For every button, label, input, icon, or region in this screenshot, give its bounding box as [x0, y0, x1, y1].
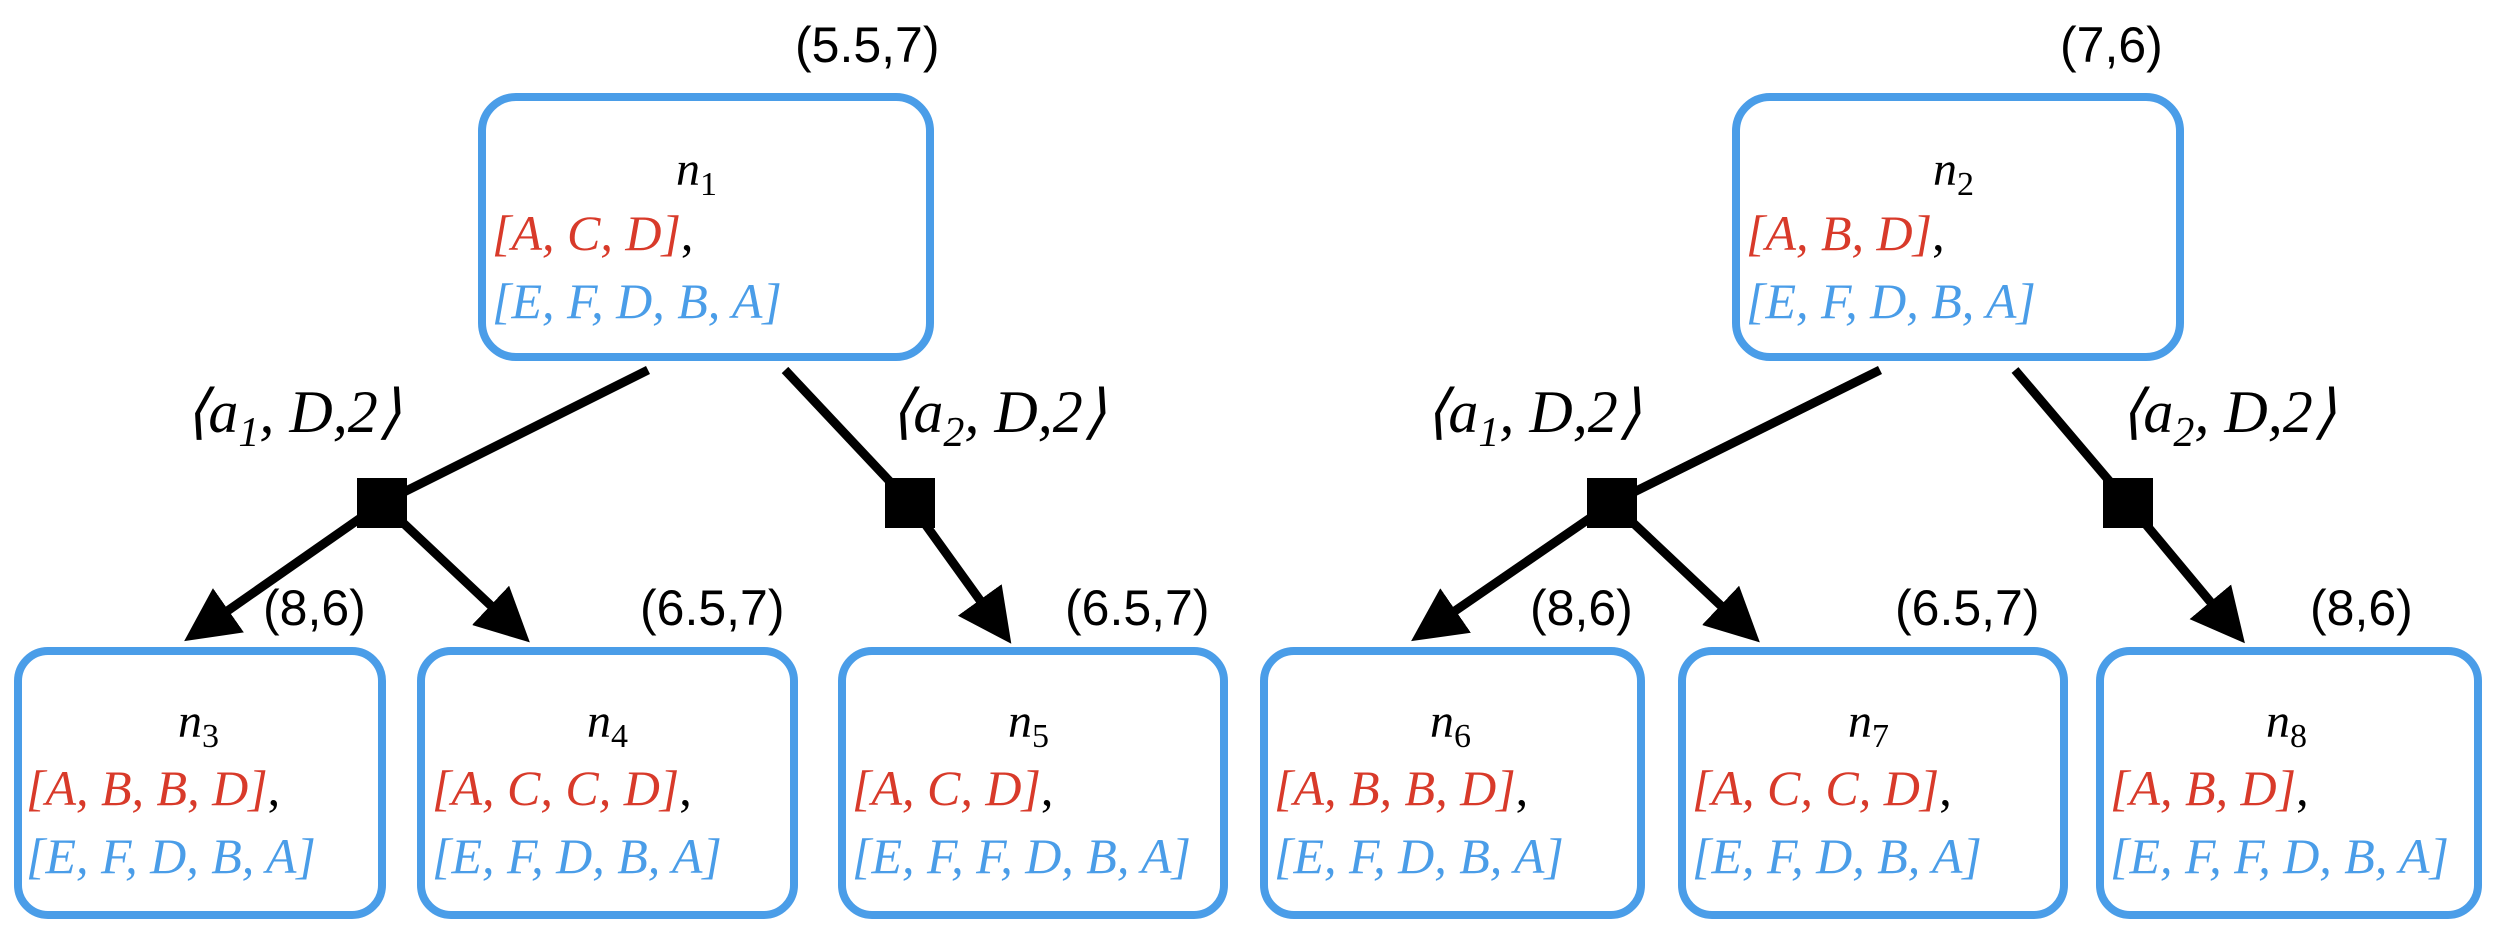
node-red-sequence: [A, C, D],	[852, 760, 1053, 816]
node-blue-sequence: [E, F, D, B, A]	[432, 828, 722, 884]
node-value: (6.5,7)	[1065, 580, 1210, 636]
node-blue-sequence: [E, F, D, B, A]	[26, 828, 316, 884]
node-value: (6.5,7)	[1895, 580, 2040, 636]
node-blue-sequence: [E, F, D, B, A]	[1692, 828, 1982, 884]
tree-node-n7: (6.5,7) n7 [A, C, C, D], [E, F, D, B, A]	[1678, 580, 2068, 919]
tree-node-n4: (6.5,7) n4 [A, C, C, D], [E, F, D, B, A]	[417, 580, 798, 919]
node-box	[1732, 93, 2184, 361]
tree-node-n6: (8,6) n6 [A, B, B, D], [E, F, D, B, A]	[1260, 580, 1645, 919]
node-red-sequence: [A, B, B, D],	[1274, 760, 1528, 816]
action-label-n2-a1: ⟨a1, D,2⟩	[1425, 379, 1641, 456]
node-value: (8,6)	[2310, 580, 2413, 636]
tree-node-n1: (5.5,7) n1 [A, C, D], [E, F, D, B, A]	[478, 17, 940, 361]
node-id: n6	[1430, 695, 1471, 755]
node-value: (7,6)	[2060, 17, 2163, 73]
node-red-sequence: [A, B, D],	[2110, 760, 2309, 816]
node-blue-sequence: [E, F, F, D, B, A]	[2110, 828, 2449, 884]
node-box	[2096, 647, 2482, 919]
node-value: (8,6)	[263, 580, 366, 636]
node-red-sequence: [A, C, C, D],	[1692, 760, 1952, 816]
action-label-n1-a2: ⟨a2, D,2⟩	[890, 379, 1106, 456]
node-blue-sequence: [E, F, D, B, A]	[1746, 273, 2036, 329]
node-red-sequence: [A, C, C, D],	[432, 760, 692, 816]
node-box	[1260, 647, 1645, 919]
tree-node-n3: (8,6) n3 [A, B, B, D], [E, F, D, B, A]	[14, 580, 386, 919]
node-box	[417, 647, 798, 919]
node-red-sequence: [A, B, D],	[1746, 205, 1945, 261]
tree-node-n5: (6.5,7) n5 [A, C, D], [E, F, F, D, B, A]	[838, 580, 1228, 919]
node-id: n8	[2266, 695, 2307, 755]
node-value: (6.5,7)	[640, 580, 785, 636]
edge-n1-to-a1	[379, 365, 651, 508]
chance-node-n2-a1	[1587, 478, 1637, 528]
node-blue-sequence: [E, F, D, B, A]	[1274, 828, 1564, 884]
node-red-sequence: [A, B, B, D],	[26, 760, 280, 816]
tree-node-n2: (7,6) n2 [A, B, D], [E, F, D, B, A]	[1732, 17, 2184, 361]
chance-node-n1-a2	[885, 478, 935, 528]
chance-node-n1-a1	[357, 478, 407, 528]
node-box	[478, 93, 934, 361]
edge-a1-to-n3	[184, 499, 385, 642]
node-id: n2	[1933, 143, 1974, 203]
node-blue-sequence: [E, F, F, D, B, A]	[852, 828, 1191, 884]
action-label-n2-a2: ⟨a2, D,2⟩	[2120, 379, 2336, 456]
node-box	[14, 647, 386, 919]
node-id: n1	[676, 143, 717, 203]
node-id: n5	[1008, 695, 1049, 755]
node-value: (8,6)	[1530, 580, 1633, 636]
node-id: n7	[1848, 695, 1889, 755]
node-red-sequence: [A, C, D],	[492, 205, 693, 261]
node-id: n4	[587, 695, 628, 755]
action-label-n1-a1: ⟨a1, D,2⟩	[185, 379, 401, 456]
edge-n2-to-a1	[1609, 365, 1883, 508]
node-value: (5.5,7)	[795, 17, 940, 73]
node-blue-sequence: [E, F, D, B, A]	[492, 273, 782, 329]
chance-node-n2-a2	[2103, 478, 2153, 528]
tree-node-n8: (8,6) n8 [A, B, D], [E, F, F, D, B, A]	[2096, 580, 2482, 919]
node-id: n3	[178, 695, 219, 755]
node-box	[1678, 647, 2068, 919]
node-box	[838, 647, 1228, 919]
edge-a1-to-n6	[1411, 499, 1615, 642]
